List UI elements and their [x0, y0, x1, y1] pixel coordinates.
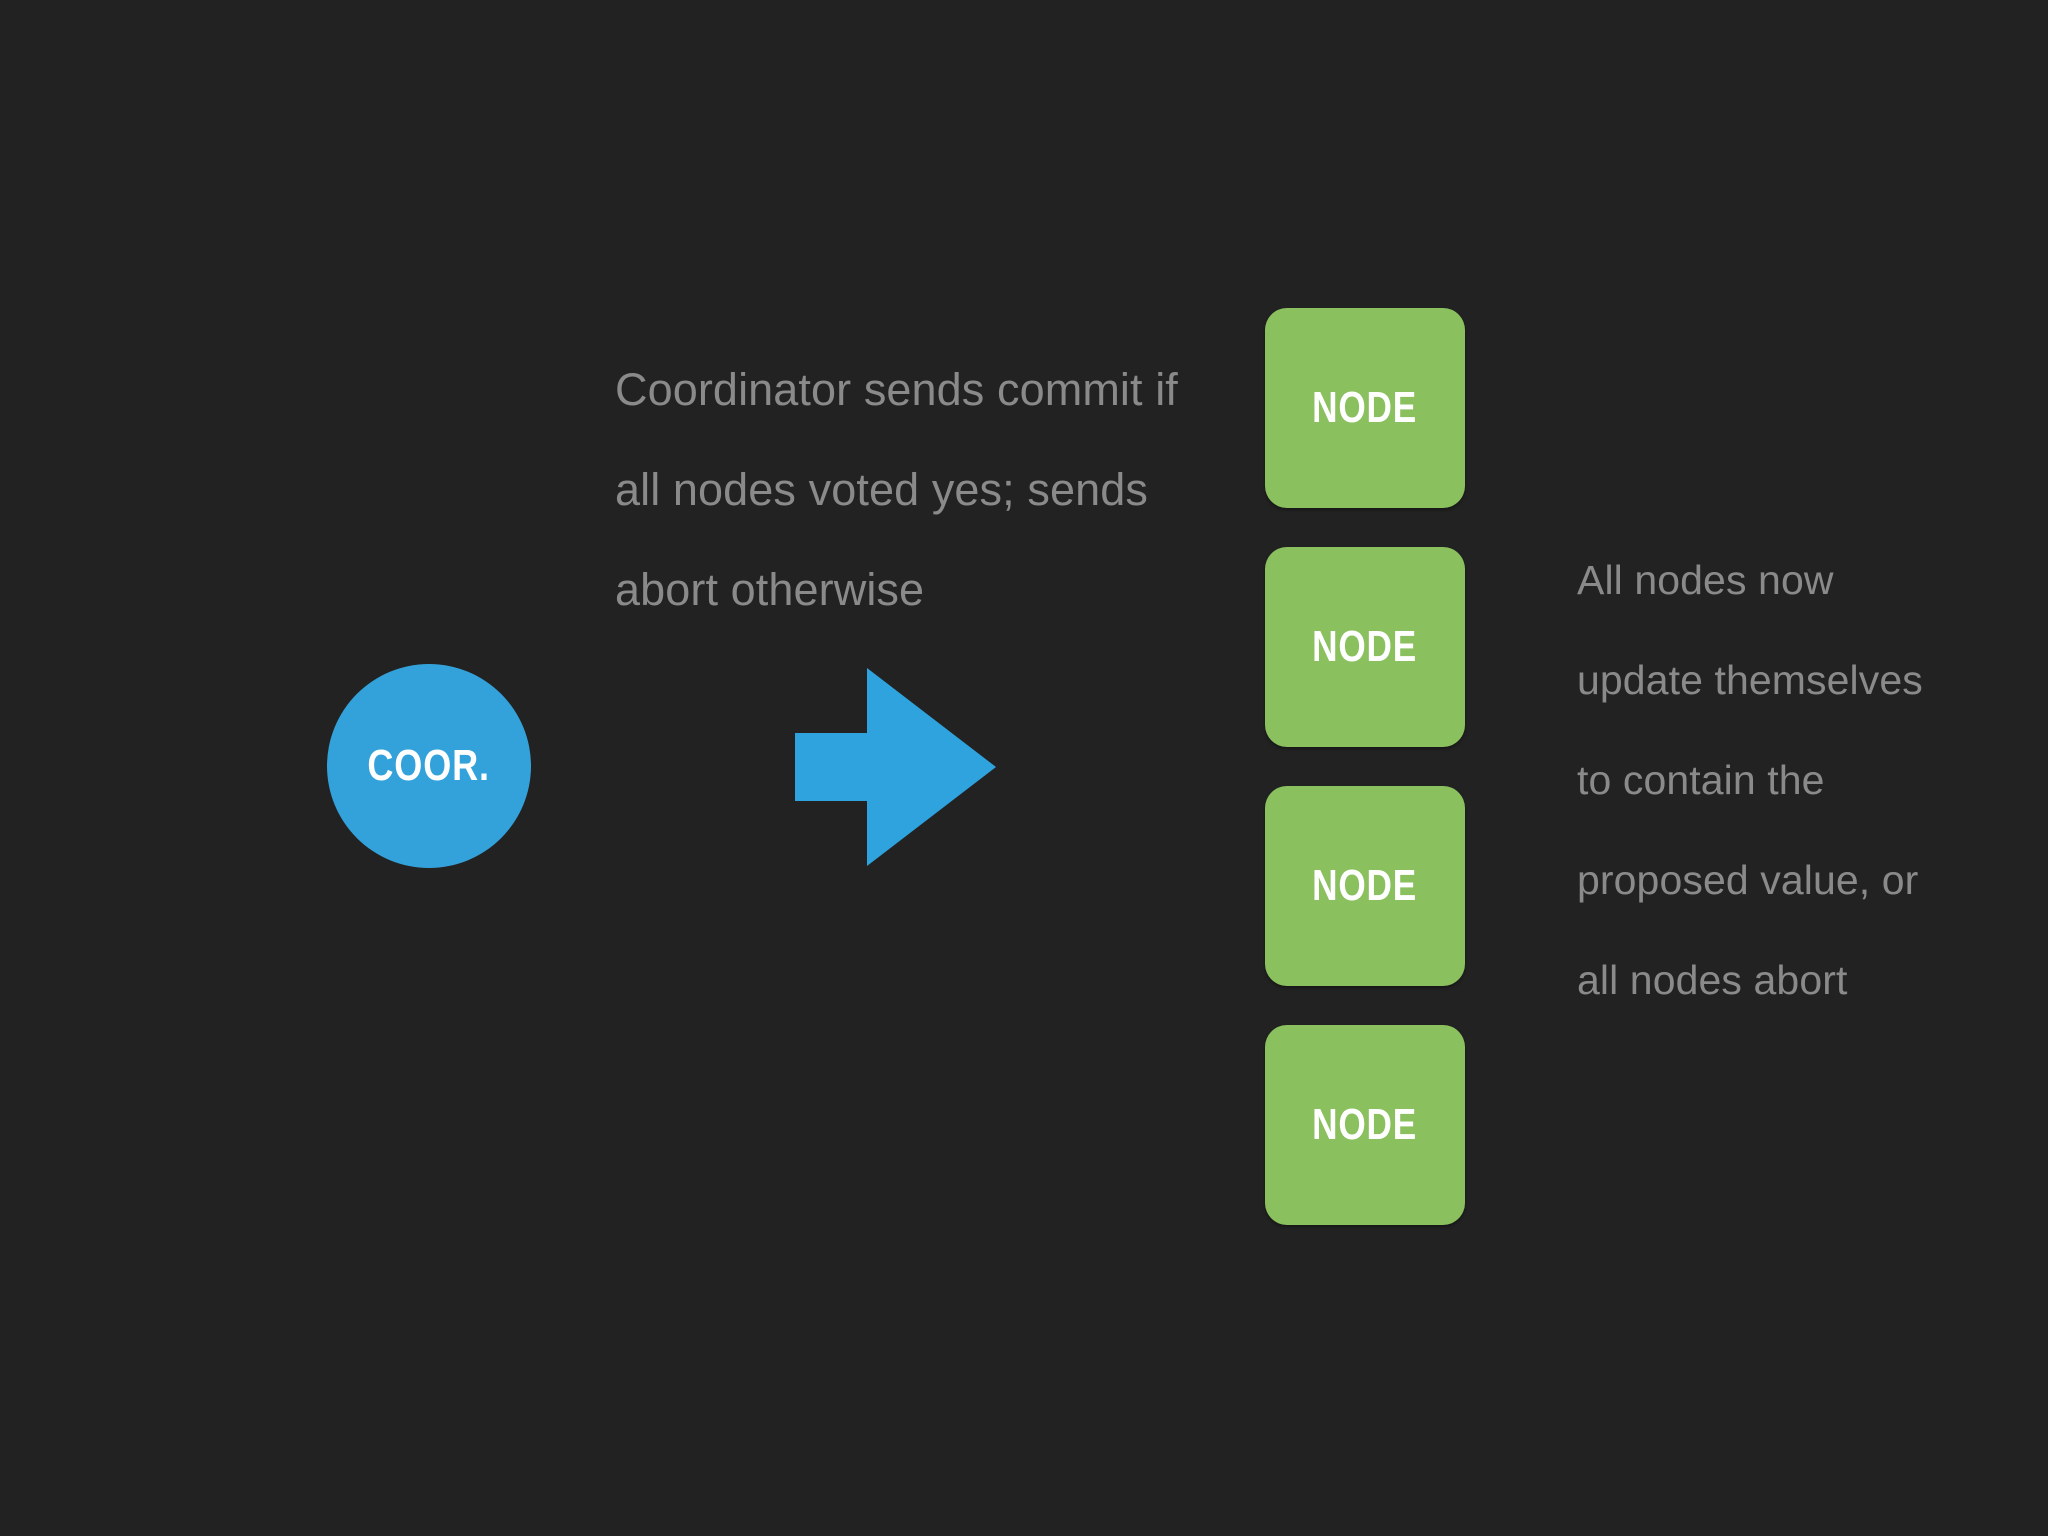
nodes-caption-line-2: update themselves — [1577, 657, 1923, 703]
node-label: NODE — [1312, 1100, 1418, 1149]
node-label: NODE — [1312, 622, 1418, 671]
coordinator-circle: COOR. — [327, 664, 531, 868]
node-box: NODE — [1265, 1025, 1465, 1225]
coordinator-caption-line-1: Coordinator sends commit if — [615, 364, 1178, 415]
nodes-caption-line-3: to contain the — [1577, 757, 1825, 803]
nodes-caption-line-4: proposed value, or — [1577, 857, 1919, 903]
coordinator-caption-line-2: all nodes voted yes; sends — [615, 464, 1148, 515]
node-box: NODE — [1265, 547, 1465, 747]
right-arrow-icon — [795, 667, 997, 867]
node-label: NODE — [1312, 383, 1418, 432]
coordinator-caption-line-3: abort otherwise — [615, 564, 925, 615]
node-label: NODE — [1312, 861, 1418, 910]
coordinator-caption: Coordinator sends commit if all nodes vo… — [615, 340, 1178, 640]
nodes-caption-line-1: All nodes now — [1577, 557, 1834, 603]
coordinator-label: COOR. — [367, 741, 491, 790]
node-box: NODE — [1265, 786, 1465, 986]
node-box: NODE — [1265, 308, 1465, 508]
nodes-caption-line-5: all nodes abort — [1577, 957, 1848, 1003]
node-column: NODE NODE NODE NODE — [1265, 308, 1465, 1225]
nodes-caption: All nodes now update themselves to conta… — [1577, 530, 1923, 1030]
